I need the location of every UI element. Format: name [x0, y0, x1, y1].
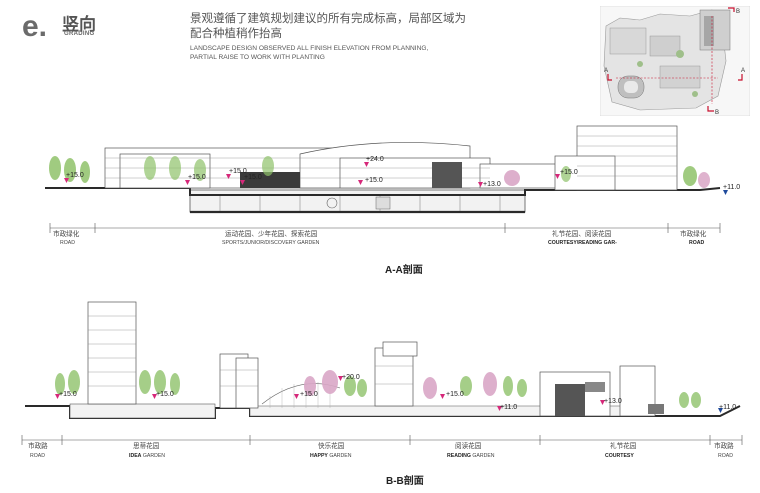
elevation-a-5: +24.0 — [366, 156, 384, 163]
elevation-a-4: +15.0 — [244, 174, 262, 181]
zone-b-2-cn: 思蒂花园 — [133, 441, 160, 450]
zone-b-4-en-rest: GARDEN — [471, 453, 495, 459]
zone-b-1-cn: 市政路 — [28, 441, 48, 450]
elevation-b-4: +20.0 — [342, 374, 360, 381]
zone-dimension-line-a — [49, 223, 721, 233]
elevation-a-2: +15.0 — [188, 174, 206, 181]
elevation-markers-b: +15.0 +15.0 +15.0 +20.0 +15.0 +11.0 +13.… — [55, 374, 736, 413]
key-plan-map: A A B B — [600, 6, 750, 116]
section-a-a-drawing: +15.0 +15.0 +15.0 +15.0 +24.0 +15.0 +13.… — [45, 125, 740, 276]
elevation-b-8: +11.0 — [719, 404, 736, 411]
elevation-a-7: +13.0 — [483, 181, 501, 188]
zone-b-3-en: HAPPY GARDEN — [310, 453, 352, 459]
zone-b-2-en-bold: IDEA — [129, 453, 142, 459]
trees-b — [55, 370, 701, 408]
description-en-line-1: LANDSCAPE DESIGN OBSERVED ALL FINISH ELE… — [190, 45, 429, 52]
keymap-marker-a-left: A — [604, 68, 608, 74]
zone-b-2-en: IDEA GARDEN — [129, 453, 165, 459]
zone-b-4-en: READING GARDEN — [447, 453, 495, 459]
zone-b-4-cn: 阅读花园 — [455, 441, 482, 450]
zone-b-6-en: ROAD — [718, 453, 733, 459]
elevation-markers-a: +15.0 +15.0 +15.0 +15.0 +24.0 +15.0 +13.… — [64, 156, 740, 195]
elevation-a-6: +15.0 — [365, 177, 383, 184]
elevation-b-1: +15.0 — [59, 391, 77, 398]
zone-a-3-cn: 礼节花园、阅读花园 — [552, 229, 612, 238]
keymap-marker-b-top: B — [736, 9, 740, 15]
section-a-a-title: A-A剖面 — [385, 263, 423, 276]
keymap-marker-b-bottom: B — [715, 110, 719, 116]
elevation-a-1: +15.0 — [66, 172, 84, 179]
zone-b-3-en-bold: HAPPY — [310, 453, 328, 459]
elevation-b-6: +11.0 — [500, 404, 517, 411]
basement-a — [189, 189, 526, 213]
section-b-b-drawing: +15.0 +15.0 +15.0 +20.0 +15.0 +11.0 +13.… — [21, 301, 743, 487]
section-letter: e. — [22, 10, 48, 43]
elevation-b-7: +13.0 — [604, 398, 622, 405]
elevation-a-3: +15.0 — [229, 168, 247, 175]
zone-a-1-en: ROAD — [60, 240, 75, 246]
elevation-a-8: +15.0 — [560, 169, 578, 176]
elevation-b-2: +15.0 — [156, 391, 174, 398]
zone-b-5-cn: 礼节花园 — [610, 441, 637, 450]
zone-b-5-en: COURTESY — [605, 453, 634, 459]
zone-b-1-en: ROAD — [30, 453, 45, 459]
zone-b-2-en-rest: GARDEN — [141, 453, 165, 459]
description-en: LANDSCAPE DESIGN OBSERVED ALL FINISH ELE… — [190, 44, 480, 62]
buildings-a — [104, 125, 678, 191]
zone-a-1-cn: 市政绿化 — [53, 229, 80, 238]
zone-a-3-en: COURTESY\READING GAR- — [548, 240, 617, 246]
elevation-b-5: +15.0 — [446, 391, 464, 398]
zone-a-4-cn: 市政绿化 — [680, 229, 707, 238]
elevation-a-9: +11.0 — [723, 184, 740, 191]
zone-a-4-en: ROAD — [689, 240, 705, 246]
zone-b-4-en-bold: READING — [447, 453, 471, 459]
zone-b-3-cn: 快乐花园 — [318, 441, 345, 450]
zone-b-6-cn: 市政路 — [714, 441, 734, 450]
zone-b-5-en-bold: COURTESY — [605, 453, 634, 459]
page-title-en: GRADING — [64, 31, 95, 37]
page-title-cn: 竖向 — [62, 15, 96, 34]
zone-dimension-line-b — [21, 435, 743, 445]
description-en-line-2: PARTIAL RAISE TO WORK WITH PLANTING — [190, 54, 325, 61]
zone-a-2-cn: 运动花园、少年花园、探索花园 — [225, 229, 318, 238]
elevation-b-3: +15.0 — [300, 391, 318, 398]
description-cn: 景观遵循了建筑规划建议的所有完成标高，局部区域为配合种植稍作抬高 — [190, 13, 466, 40]
trees-a — [49, 156, 710, 188]
keymap-marker-a-right: A — [741, 68, 745, 74]
section-b-b-title: B-B剖面 — [386, 474, 424, 487]
zone-b-3-en-rest: GARDEN — [328, 453, 352, 459]
zone-a-2-en: SPORTS/JUNIOR/DISCOVERY GARDEN — [222, 240, 320, 246]
